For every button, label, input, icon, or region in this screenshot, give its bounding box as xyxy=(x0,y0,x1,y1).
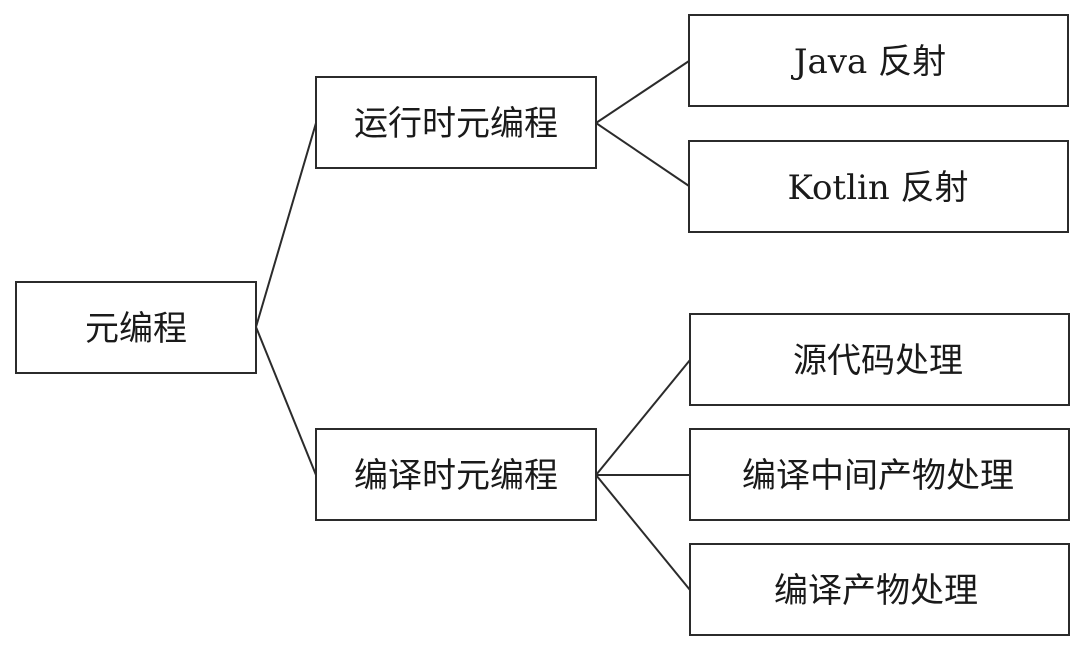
edge-compile-to-source-processing xyxy=(595,359,691,476)
node-source-code-processing-box xyxy=(689,313,1070,406)
edge-runtime-to-java-reflection xyxy=(595,60,690,124)
node-kotlin-reflection-box xyxy=(688,140,1069,233)
edges xyxy=(255,60,691,591)
node-java-reflection-box xyxy=(688,14,1069,107)
node-kotlin-reflection-label: Kotlin 反射 xyxy=(787,168,968,208)
edge-root-to-compile xyxy=(255,326,317,476)
node-runtime-label: 运行时元编程 xyxy=(354,104,558,144)
node-compiled-artifact-processing-box xyxy=(689,543,1070,636)
node-intermediate-artifact-processing-label: 编译中间产物处理 xyxy=(742,456,1014,496)
node-intermediate-artifact-processing: 编译中间产物处理 xyxy=(689,428,1070,521)
node-java-reflection-label: Java 反射 xyxy=(791,42,946,82)
node-source-code-processing-label: 源代码处理 xyxy=(793,341,963,381)
node-root-box xyxy=(15,281,257,374)
node-compiled-artifact-processing: 编译产物处理 xyxy=(689,543,1070,636)
node-compile-time-metaprogramming: 编译时元编程 xyxy=(315,428,597,521)
edge-runtime-to-kotlin-reflection xyxy=(595,122,690,187)
edge-compile-to-artifact-processing xyxy=(595,474,691,591)
node-intermediate-artifact-processing-box xyxy=(689,428,1070,521)
node-kotlin-reflection: Kotlin 反射 xyxy=(688,140,1069,233)
node-root-label: 元编程 xyxy=(85,309,187,349)
node-source-code-processing: 源代码处理 xyxy=(689,313,1070,406)
node-compiled-artifact-processing-label: 编译产物处理 xyxy=(774,571,978,611)
node-root: 元编程 xyxy=(15,281,257,374)
node-compile-box xyxy=(315,428,597,521)
node-compile-label: 编译时元编程 xyxy=(354,456,558,496)
node-java-reflection: Java 反射 xyxy=(688,14,1069,107)
edge-root-to-runtime xyxy=(255,122,317,328)
node-runtime-box xyxy=(315,76,597,169)
node-runtime-metaprogramming: 运行时元编程 xyxy=(315,76,597,169)
